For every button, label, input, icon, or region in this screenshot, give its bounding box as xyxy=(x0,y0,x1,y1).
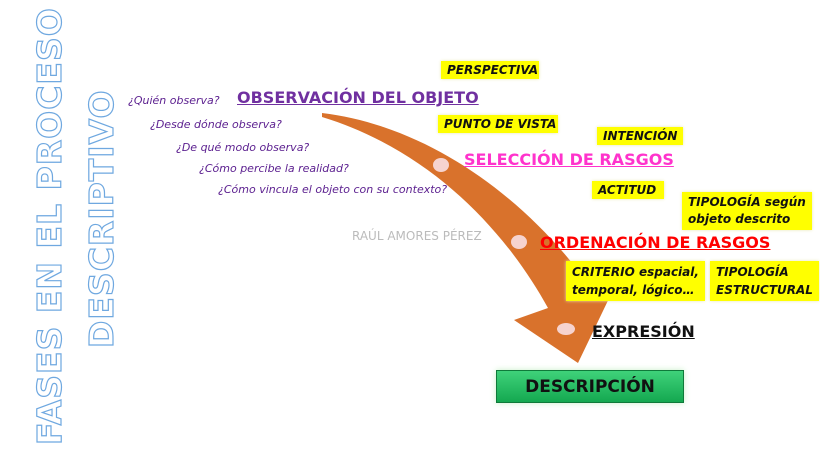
phase-expresion: EXPRESIÓN xyxy=(592,322,695,341)
note-criterio-line2: temporal, lógico… xyxy=(572,283,695,297)
note-punto-vista: PUNTO DE VISTA xyxy=(438,115,558,133)
note-actitud: ACTITUD xyxy=(592,181,664,199)
note-criterio-line1: CRITERIO espacial, xyxy=(572,265,699,279)
question-1: ¿Quién observa? xyxy=(128,94,220,107)
note-criterio: CRITERIO espacial, temporal, lógico… xyxy=(566,261,705,301)
note-tipologia-objeto-line1: TIPOLOGÍA según xyxy=(688,195,806,209)
phase-ordenacion: ORDENACIÓN DE RASGOS xyxy=(540,233,771,252)
question-3: ¿De qué modo observa? xyxy=(176,141,310,154)
question-5: ¿Cómo vincula el objeto con su contexto? xyxy=(218,183,448,196)
note-intencion: INTENCIÓN xyxy=(597,127,684,145)
phase-seleccion: SELECCIÓN DE RASGOS xyxy=(464,150,674,169)
note-tipologia-estructural-line1: TIPOLOGÍA xyxy=(716,265,789,279)
note-tipologia-objeto-line2: objeto descrito xyxy=(688,212,791,226)
question-2: ¿Desde dónde observa? xyxy=(150,118,282,131)
note-perspectiva: PERSPECTIVA xyxy=(441,61,539,79)
note-tipologia-objeto: TIPOLOGÍA según objeto descrito xyxy=(682,192,812,230)
step-dot-2 xyxy=(511,235,527,249)
phase-observacion: OBSERVACIÓN DEL OBJETO xyxy=(237,88,479,107)
note-tipologia-estructural: TIPOLOGÍA ESTRUCTURAL xyxy=(710,261,819,301)
step-dot-1 xyxy=(433,158,449,172)
note-tipologia-estructural-line2: ESTRUCTURAL xyxy=(716,283,813,297)
author-watermark: RAÚL AMORES PÉREZ xyxy=(352,229,482,243)
arrow-shape xyxy=(322,113,614,363)
question-4: ¿Cómo percibe la realidad? xyxy=(199,162,349,175)
step-dot-3 xyxy=(557,323,575,335)
result-descripcion: DESCRIPCIÓN xyxy=(496,370,684,403)
